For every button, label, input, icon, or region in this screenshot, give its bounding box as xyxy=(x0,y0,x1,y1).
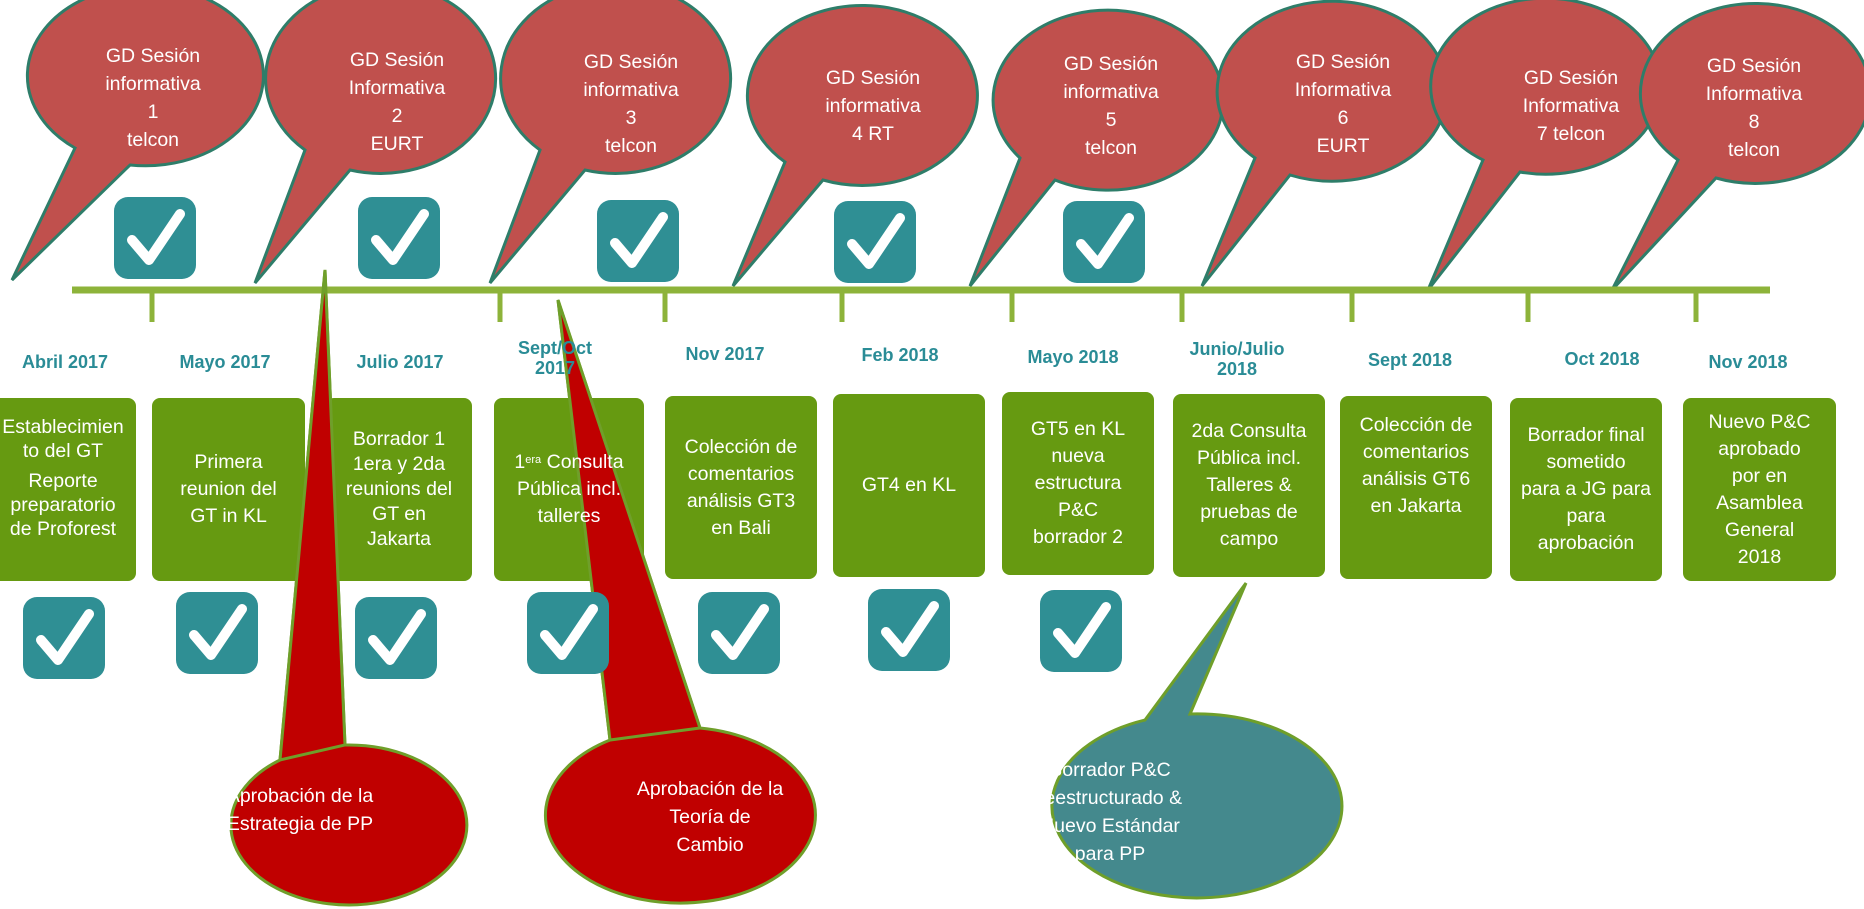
check-icon xyxy=(834,201,916,283)
speech-bubble-8 xyxy=(1610,1,1864,292)
date-label: Oct 2018 xyxy=(1564,349,1640,369)
check-icon xyxy=(355,597,437,679)
callout-tail-overlay-2 xyxy=(278,269,347,762)
callout-approval-theory-of-change xyxy=(543,299,817,905)
date-label: Feb 2018 xyxy=(861,345,939,365)
milestone-box-5 xyxy=(665,396,817,579)
timeline-ticks xyxy=(149,290,1699,322)
date-label: Mayo 2018 xyxy=(1027,347,1119,367)
callout-draft-pc xyxy=(1050,582,1344,900)
check-icon xyxy=(527,592,609,674)
date-label: Nov 2018 xyxy=(1708,352,1788,372)
check-icon xyxy=(358,197,440,279)
milestone-box-2 xyxy=(152,398,305,581)
check-icon xyxy=(597,200,679,282)
milestone-text: GT4 en KL xyxy=(861,474,957,496)
speech-bubble-4 xyxy=(731,3,979,287)
check-icon xyxy=(698,592,780,674)
speech-bubble-5 xyxy=(968,8,1225,287)
milestone-box-3 xyxy=(326,398,472,581)
milestone-box-8 xyxy=(1173,394,1325,577)
check-icon xyxy=(1063,201,1145,283)
speech-bubble-2 xyxy=(253,0,498,284)
check-icon xyxy=(23,597,105,679)
date-label: Nov 2017 xyxy=(685,344,765,364)
speech-bubble-1 xyxy=(10,0,265,282)
date-label: Mayo 2017 xyxy=(179,352,271,372)
date-label: Sept 2018 xyxy=(1367,350,1453,370)
milestone-box-1 xyxy=(0,398,136,581)
check-icon xyxy=(1040,590,1122,672)
speech-bubble-6 xyxy=(1200,0,1449,287)
milestone-box-7 xyxy=(1002,392,1154,575)
speech-bubble-3 xyxy=(488,0,733,284)
speech-bubble-7 xyxy=(1426,0,1663,291)
date-label: Abril 2017 xyxy=(21,352,109,372)
check-icon xyxy=(868,589,950,671)
milestone-box-9 xyxy=(1340,396,1492,579)
check-icon xyxy=(176,592,258,674)
check-icon xyxy=(114,197,196,279)
milestone-box-11 xyxy=(1683,398,1836,581)
milestone-text: 1era Consulta Pública incl.talleres xyxy=(514,451,624,527)
date-label: Julio 2017 xyxy=(356,352,444,372)
milestone-box-6 xyxy=(833,394,985,577)
milestone-box-10 xyxy=(1510,398,1662,581)
callout-tail-overlay xyxy=(556,299,702,742)
